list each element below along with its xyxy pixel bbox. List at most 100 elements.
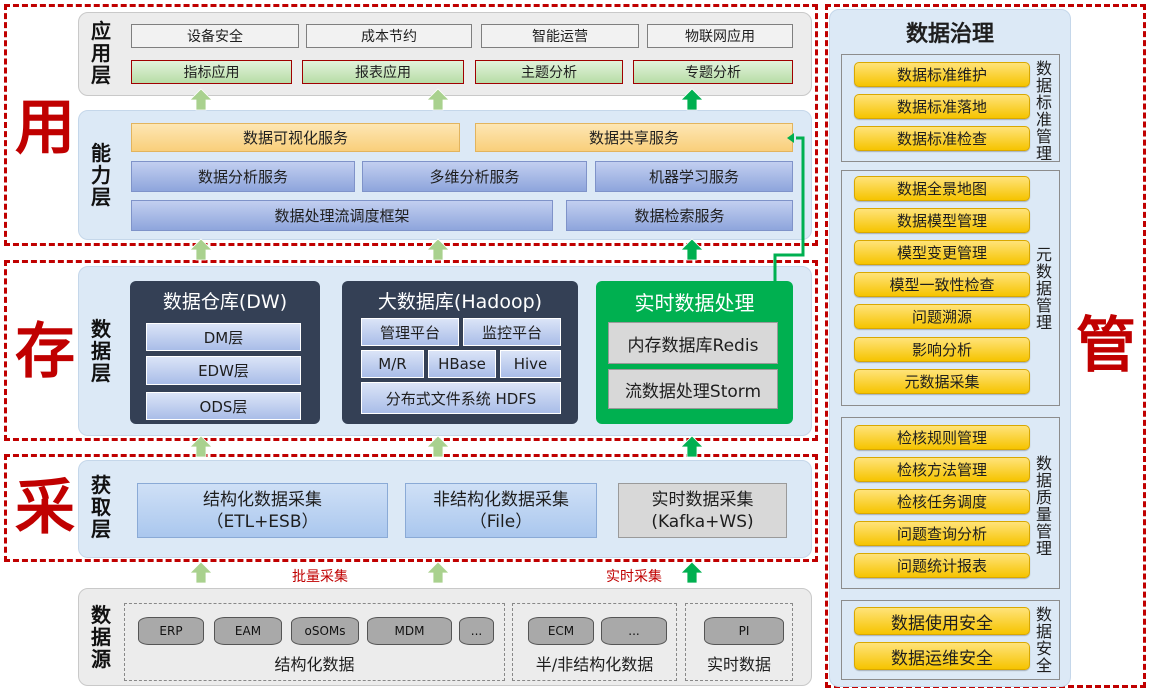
cap-row1-1: 数据共享服务 [475,123,793,152]
db-erp: ERP [138,617,204,645]
label-yong: 用 [15,93,75,163]
app-top-2: 智能运营 [481,24,639,48]
acquire-box-2: 实时数据采集 (Kafka+WS) [618,483,787,538]
realtime-acquire-label: 实时采集 [606,569,662,585]
arrow-up-icon [680,88,704,111]
acquire-box-2-line2: (Kafka+WS) [651,511,754,532]
hadoop-r1-0: 管理平台 [361,318,459,346]
flow-arrows [189,88,805,584]
arrow-up-icon [189,435,213,458]
structured-group [124,603,505,681]
realtime-title: 实时数据处理 [634,290,755,315]
arrow-up-icon [426,238,450,261]
gov-2-item-4: 问题统计报表 [854,553,1030,578]
db-more-2: ... [601,617,667,645]
gov-0-label: 数据标准管理 [1035,59,1052,163]
cap-row2-0: 数据分析服务 [131,161,355,192]
hadoop-r2-2: Hive [500,350,561,378]
app-top-3: 物联网应用 [647,24,793,48]
app-bottom-2: 主题分析 [475,60,623,84]
cun-frame [4,260,818,441]
db-pi: PI [704,617,784,645]
gov-2-item-1: 检核方法管理 [854,457,1030,482]
gov-group-3 [841,600,1060,680]
acquire-box-1: 非结构化数据采集 （File） [405,483,597,538]
gov-group-2 [841,417,1060,589]
acquire-box-0-line1: 结构化数据采集 [203,489,322,510]
acquire-box-0-line2: （ETL+ESB） [206,511,319,532]
gov-1-item-6: 元数据采集 [854,369,1030,394]
dw-title: 数据仓库(DW) [162,290,288,313]
gov-3-label: 数据安全 [1035,605,1052,675]
realtime-source-group [685,603,793,681]
gov-1-item-2: 模型变更管理 [854,240,1030,265]
yong-frame [4,4,818,246]
gov-0-item-0: 数据标准维护 [854,62,1030,87]
acquire-box-0: 结构化数据采集 （ETL+ESB） [137,483,388,538]
hadoop-r1-1: 监控平台 [463,318,561,346]
gov-group-1 [841,170,1060,406]
app-top-0: 设备安全 [131,24,299,48]
label-cai: 采 [15,473,75,543]
acquire-box-2-line1: 实时数据采集 [651,489,754,510]
gov-1-label: 元数据管理 [1035,245,1052,332]
batch-acquire-label: 批量采集 [292,569,348,585]
db-ecm: ECM [528,617,594,645]
app-bottom-0: 指标应用 [131,60,292,84]
arrow-up-icon [680,238,704,261]
app-bottom-1: 报表应用 [302,60,464,84]
dw-item-2: ODS层 [146,392,301,420]
gov-0-item-1: 数据标准落地 [854,94,1030,119]
capability-layer-label: 能力层 [91,141,111,209]
realtime-item-1: 流数据处理Storm [608,369,778,409]
gov-1-item-3: 模型一致性检查 [854,272,1030,297]
realtime-share-connector [773,136,805,281]
arrow-up-icon [426,435,450,458]
acquire-box-1-line2: （File） [469,511,533,532]
gov-3-item-0: 数据使用安全 [854,607,1030,635]
gov-1-item-5: 影响分析 [854,337,1030,362]
arrow-up-icon [426,561,450,584]
gov-2-label: 数据质量管理 [1035,454,1052,558]
gov-1-item-1: 数据模型管理 [854,208,1030,233]
semi-caption: 半/非结构化数据 [535,655,654,674]
cap-row1-0: 数据可视化服务 [131,123,460,152]
gov-2-item-0: 检核规则管理 [854,425,1030,450]
label-cun: 存 [15,317,75,387]
governance-title: 数据治理 [905,22,994,47]
dw-item-0: DM层 [146,323,301,351]
db-eam: EAM [214,617,282,645]
arrow-up-icon [426,88,450,111]
gov-2-item-2: 检核任务调度 [854,489,1030,514]
semi-group [512,603,677,681]
gov-group-0 [841,54,1060,162]
source-layer-label: 数据源 [91,603,111,671]
gov-1-item-0: 数据全景地图 [854,176,1030,201]
db-osoms: oSOMs [291,617,359,645]
hadoop-r2-1: HBase [428,350,496,378]
hadoop-r2-0: M/R [361,350,424,378]
cap-row2-2: 机器学习服务 [595,161,793,192]
arrow-up-icon [189,88,213,111]
hadoop-title: 大数据库(Hadoop) [377,290,543,313]
arrow-left-icon [787,133,794,143]
db-more-1: ... [459,617,494,645]
app-layer-label: 应用层 [91,19,111,87]
arrow-up-icon [680,435,704,458]
arrow-up-icon [189,238,213,261]
acquire-box-1-line1: 非结构化数据采集 [433,489,569,510]
cai-frame [4,454,818,562]
data-layer-label: 数据层 [91,317,111,385]
dw-item-1: EDW层 [146,356,301,385]
gov-1-item-4: 问题溯源 [854,304,1030,329]
hadoop-r3: 分布式文件系统 HDFS [361,382,561,414]
gov-3-item-1: 数据运维安全 [854,642,1030,670]
realtime-source-caption: 实时数据 [706,655,771,674]
acquire-layer-label: 获取层 [91,473,111,541]
gov-2-item-3: 问题查询分析 [854,521,1030,546]
gov-0-item-2: 数据标准检查 [854,126,1030,151]
structured-caption: 结构化数据 [274,655,355,674]
db-mdm: MDM [367,617,452,645]
label-guan: 管 [1076,311,1136,381]
cap-row3-1: 数据检索服务 [566,200,793,231]
